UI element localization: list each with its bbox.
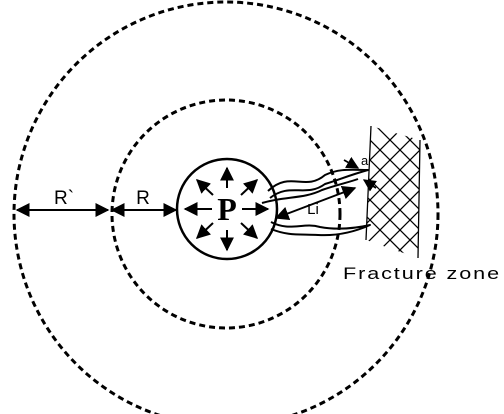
upper-crack [267, 168, 369, 199]
crack-width-arrow-bottom [362, 179, 377, 192]
crack-width-label: a [361, 153, 369, 168]
crack-length-label: Li [307, 201, 319, 218]
fracture-zone-label: Fracture zone [343, 264, 501, 283]
fracture-zone-edges [365, 125, 421, 259]
crack-width-arrow-top [343, 156, 360, 169]
outer-circle [12, 0, 440, 414]
lower-crack [270, 221, 371, 237]
inner-radius-label: R [136, 188, 150, 209]
outer-radius-label: R` [54, 188, 74, 209]
pressure-label: P [217, 191, 237, 227]
pressure-arrows [183, 166, 270, 252]
crack-length-arrow [274, 185, 357, 221]
